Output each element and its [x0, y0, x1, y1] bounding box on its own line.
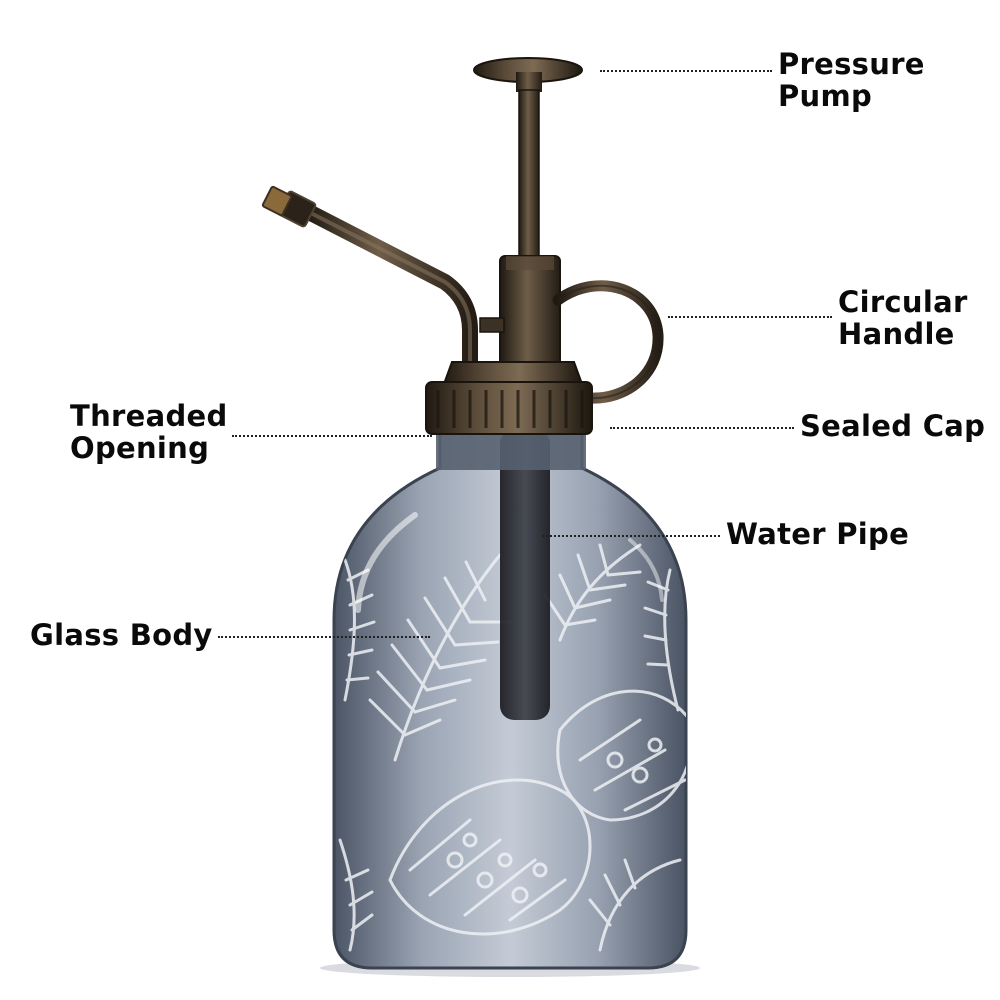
circular-handle-label-line-2: Handle	[838, 317, 955, 351]
threaded-opening-leader	[232, 435, 432, 437]
glass-neck	[436, 430, 586, 470]
sealed-cap	[425, 361, 593, 435]
nozzle-connector	[479, 317, 505, 333]
sealed-cap-label-line-1: Sealed Cap	[800, 409, 986, 443]
glass-highlight	[355, 512, 418, 613]
pressure-pump-leader	[600, 70, 772, 72]
threaded-opening-label-line-1: Threaded	[70, 399, 228, 433]
pressure-pump-label: Pressure Pump	[778, 48, 925, 112]
circular-handle-label-line-1: Circular	[838, 285, 968, 319]
sealed-cap-label: Sealed Cap	[800, 410, 985, 442]
glass-body-leader	[218, 636, 430, 638]
water-pipe-label-line-1: Water Pipe	[726, 517, 910, 551]
circular-handle-label: Circular Handle	[838, 286, 968, 350]
circular-handle-leader	[668, 316, 832, 318]
water-pipe-leader	[542, 535, 720, 537]
threaded-opening-label: Threaded Opening	[70, 400, 228, 464]
pressure-pump-label-line-1: Pressure	[778, 47, 925, 81]
glass-body-label-line-1: Glass Body	[30, 618, 213, 652]
water-pipe	[500, 430, 550, 720]
pressure-pump-label-line-2: Pump	[778, 79, 873, 113]
glass-highlight-right	[628, 538, 664, 602]
pump-rod	[518, 89, 540, 261]
glass-body-label: Glass Body	[30, 619, 213, 651]
water-pipe-label: Water Pipe	[726, 518, 909, 550]
pump-plunger	[516, 72, 542, 92]
threaded-opening-label-line-2: Opening	[70, 431, 210, 465]
leaf-pattern	[338, 543, 686, 952]
spray-nozzle-arm	[297, 202, 478, 396]
sealed-cap-leader	[610, 427, 794, 429]
nozzle-tip	[261, 185, 317, 228]
